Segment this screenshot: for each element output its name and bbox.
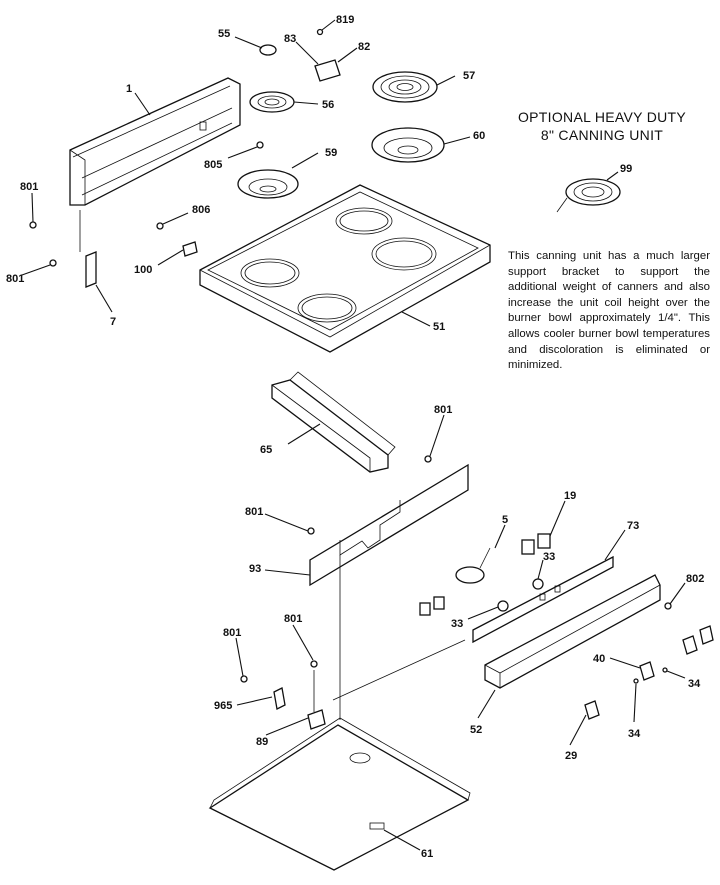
label-33-a: 33 (543, 551, 555, 563)
title-line-2: 8" CANNING UNIT (540, 127, 664, 143)
label-60: 60 (473, 130, 485, 142)
canning-unit-title: OPTIONAL HEAVY DUTY 8" CANNING UNIT (502, 108, 702, 144)
clip-965 (273, 687, 286, 710)
label-65: 65 (260, 444, 272, 456)
knob-55 (259, 44, 277, 56)
channel-65 (271, 371, 396, 473)
screw-801-left (29, 221, 37, 229)
part-labels: 55 819 83 82 57 1 56 60 99 801 805 59 80… (6, 14, 704, 860)
manifold-panel-52 (484, 574, 661, 689)
switch-19 (521, 533, 551, 555)
bowl-60 (371, 127, 445, 163)
label-801-e: 801 (223, 627, 241, 639)
label-965: 965 (214, 700, 232, 712)
knob-29 (584, 700, 600, 720)
screw-34-b (633, 678, 639, 684)
knob-33-a (532, 578, 544, 590)
label-99: 99 (620, 163, 632, 175)
label-805: 805 (204, 159, 222, 171)
screw-819 (316, 28, 324, 36)
label-89: 89 (256, 736, 268, 748)
label-40: 40 (593, 653, 605, 665)
label-819: 819 (336, 14, 354, 26)
knob-right-a (682, 635, 698, 655)
label-19: 19 (564, 490, 576, 502)
cooktop-51 (199, 184, 491, 353)
alignment-lines (313, 555, 466, 720)
label-801-c: 801 (434, 404, 452, 416)
label-100: 100 (134, 264, 152, 276)
bracket-89 (307, 709, 326, 730)
knob-40 (639, 661, 655, 681)
label-55: 55 (218, 28, 230, 40)
label-801-d: 801 (245, 506, 263, 518)
receptacle-82-83 (314, 59, 341, 82)
screw-801-93 (307, 527, 315, 535)
ring-56 (249, 91, 295, 113)
bowl-59 (237, 169, 299, 199)
knob-33-b (497, 600, 509, 612)
switch-pair (419, 596, 445, 616)
label-1: 1 (126, 83, 132, 95)
label-73: 73 (627, 520, 639, 532)
screw-801-panel (424, 455, 432, 463)
label-5: 5 (502, 514, 508, 526)
label-61: 61 (421, 848, 433, 860)
clip-100 (182, 241, 198, 257)
panel-93 (309, 463, 469, 587)
screw-805 (256, 141, 264, 149)
label-83: 83 (284, 33, 296, 45)
screw-801-low-b (310, 660, 318, 668)
label-59: 59 (325, 147, 337, 159)
label-801-b: 801 (6, 273, 24, 285)
label-33-b: 33 (451, 618, 463, 630)
knob-right-b (699, 625, 714, 645)
screw-34-a (662, 667, 668, 673)
label-802: 802 (686, 573, 704, 585)
backguard (69, 77, 241, 206)
bracket-7 (79, 210, 97, 288)
screw-801-left-b (49, 259, 57, 267)
label-29: 29 (565, 750, 577, 762)
canning-element-99 (556, 178, 621, 213)
switch-5 (455, 547, 491, 584)
label-34-b: 34 (628, 728, 641, 740)
element-57 (372, 71, 438, 103)
canning-unit-note: This canning unit has a much larger supp… (508, 250, 710, 372)
label-57: 57 (463, 70, 475, 82)
control-panel-73 (472, 555, 614, 644)
label-801-a: 801 (20, 181, 38, 193)
label-806: 806 (192, 204, 210, 216)
label-82: 82 (358, 41, 370, 53)
screw-806 (156, 222, 164, 230)
label-34-a: 34 (688, 678, 701, 690)
label-7: 7 (110, 316, 116, 328)
screw-801-low-a (240, 675, 248, 683)
label-56: 56 (322, 99, 334, 111)
label-52: 52 (470, 724, 482, 736)
screw-802 (664, 602, 672, 610)
leader-lines (21, 19, 686, 851)
label-801-f: 801 (284, 613, 302, 625)
label-93: 93 (249, 563, 261, 575)
label-51: 51 (433, 321, 445, 333)
title-line-1: OPTIONAL HEAVY DUTY (517, 109, 687, 125)
